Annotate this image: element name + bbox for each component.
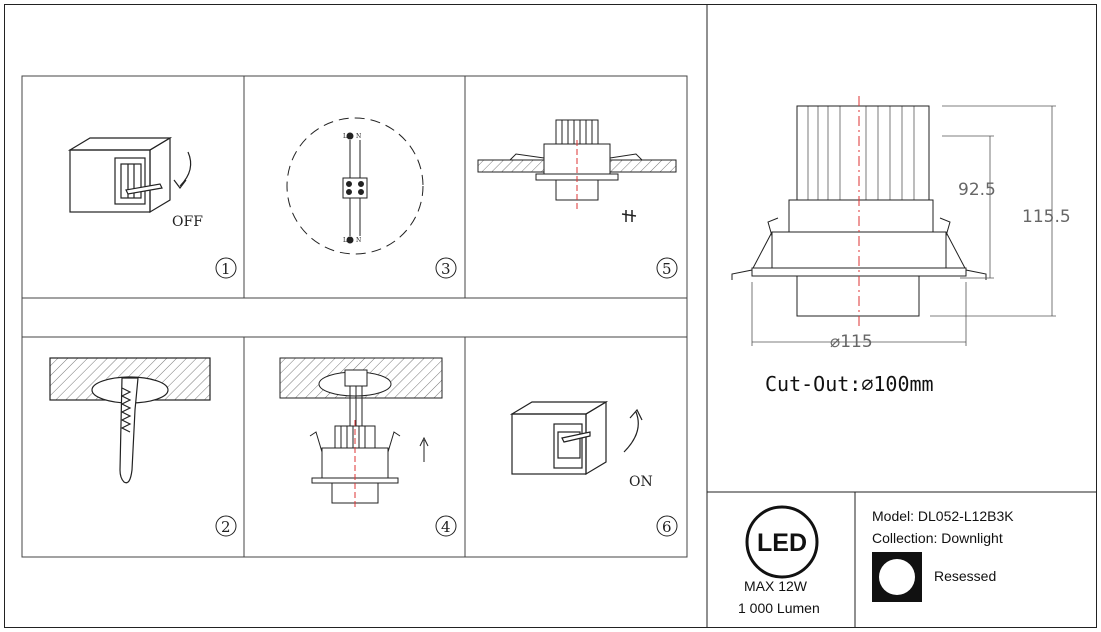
led-badge-icon [745,505,819,579]
wire-label-l-top: L [343,133,347,140]
step-number-5: 5 [662,260,672,278]
step-numbers [215,257,678,537]
step-4-insert-fixture [279,357,443,510]
step-2-cut-hole [49,357,211,484]
step-3-wiring [286,117,424,255]
step-6-switch-on [509,400,643,476]
step-grid [21,75,688,558]
step-5-installed [477,119,677,222]
led-lumen: 1 000 Lumen [738,600,820,616]
step-number-2: 2 [221,518,231,536]
cutout-size: Cut-Out:⌀100mm [765,372,934,396]
dimension-diameter: ⌀115 [830,332,873,352]
dimension-height-inner: 92.5 [958,180,996,200]
step-number-6: 6 [662,518,672,536]
wire-label-n-top: N [356,133,361,140]
sheet-border [4,4,1097,628]
led-power: MAX 12W [744,578,808,594]
step-number-3: 3 [441,260,451,278]
led-badge-label: LED [757,529,807,557]
wire-label-n-bottom: N [356,237,361,244]
product-model: Model: DL052-L12B3K [872,508,1014,524]
dimension-lines [751,105,1056,346]
switch-off-label: OFF [172,214,203,230]
wire-label-l-bottom: L [343,237,347,244]
product-mount-type: Resessed [934,568,997,584]
switch-on-label: ON [629,474,653,490]
step-number-4: 4 [441,518,451,536]
recessed-mount-icon [872,552,922,602]
step-1-switch-off [67,136,192,214]
product-collection: Collection: Downlight [872,530,1003,546]
dimension-height-total: 115.5 [1022,207,1071,227]
fixture-side-drawing [731,96,987,330]
step-number-1: 1 [221,260,231,278]
